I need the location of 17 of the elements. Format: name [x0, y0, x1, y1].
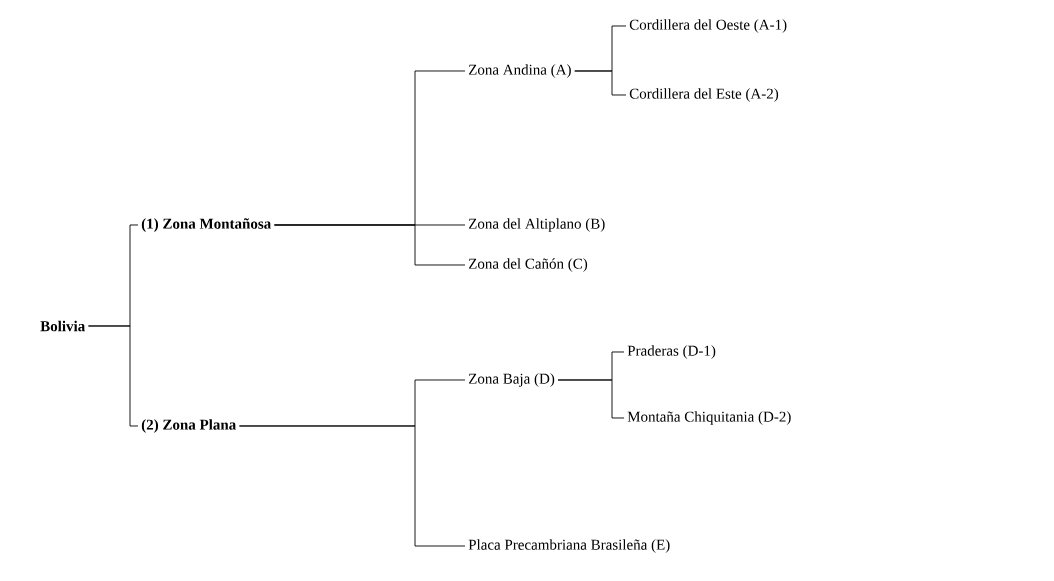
category-label: Placa Precambriana Brasileña (E) — [468, 539, 670, 553]
category-label: Praderas (D-1) — [627, 345, 716, 359]
tree-connector — [557, 379, 625, 419]
tree-connector — [273, 224, 466, 266]
tree-connector — [238, 425, 466, 547]
branch-label: Bolivia — [40, 320, 85, 332]
category-label: Montaña Chiquitania (D-2) — [627, 411, 791, 425]
branch-label: (1) Zona Montañosa — [141, 218, 271, 232]
branch-label: (2) Zona Plana — [141, 419, 236, 433]
category-label: Zona del Cañón (C) — [468, 258, 588, 272]
category-label: Cordillera del Este (A-2) — [629, 88, 779, 102]
category-label: Zona Andina (A) — [468, 64, 571, 78]
category-label: Zona del Altiplano (B) — [468, 218, 605, 232]
category-label: Cordillera del Oeste (A-1) — [629, 19, 787, 33]
category-label: Zona Baja (D) — [468, 373, 555, 387]
tree-connector — [87, 325, 139, 427]
tree-connector — [574, 70, 627, 96]
